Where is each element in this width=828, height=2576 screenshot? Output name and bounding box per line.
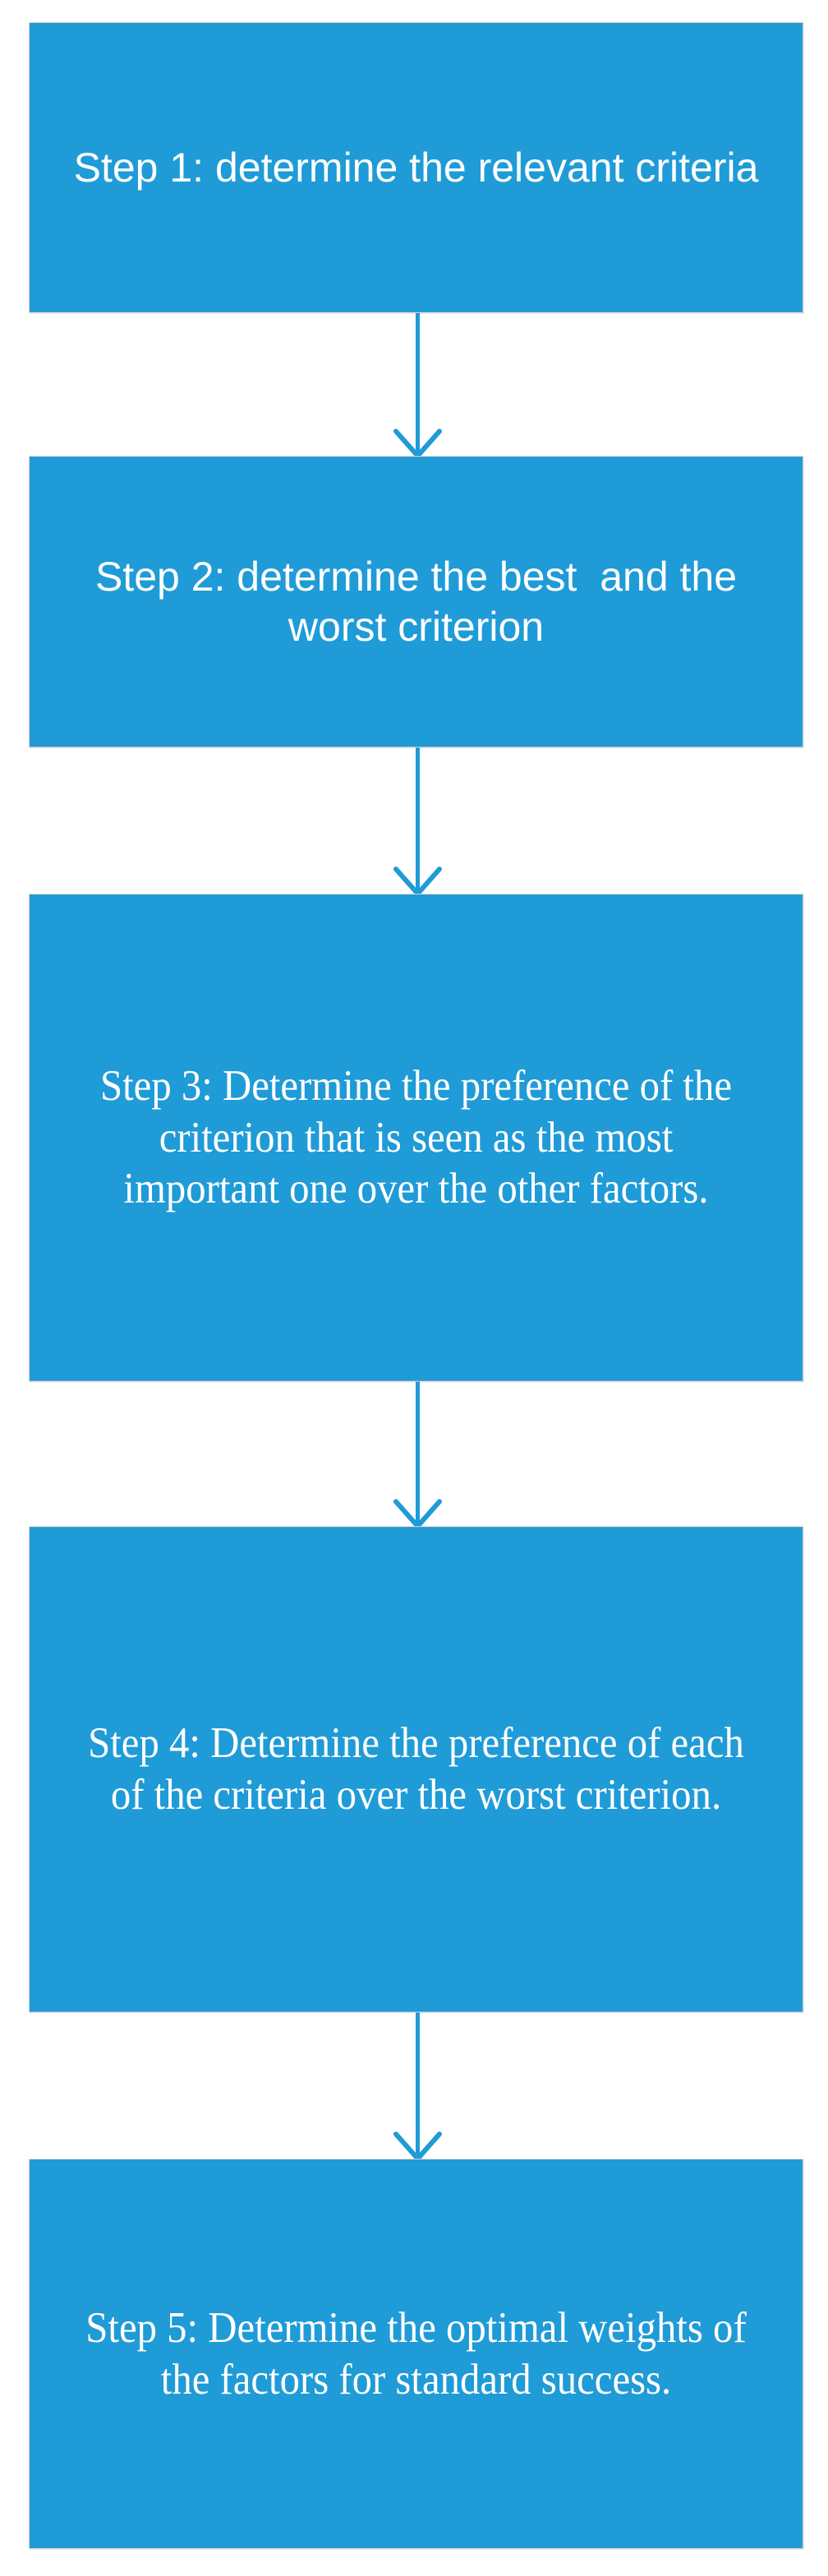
down-arrow-icon (393, 748, 442, 895)
flowchart-node-step-5[interactable]: Step 5: Determine the optimal weights of… (29, 2159, 803, 2549)
step-2-label: Step 2: determine the best and the worst… (94, 553, 748, 650)
flowchart-node-step-3[interactable]: Step 3: Determine the preference of the … (29, 894, 803, 1382)
flowchart-node-step-1[interactable]: Step 1: determine the relevant criteria (29, 22, 803, 313)
down-arrow-icon (393, 2012, 442, 2160)
step-3-label: Step 3: Determine the preference of the … (100, 1062, 743, 1213)
step-5-label: Step 5: Determine the optimal weights of… (85, 2303, 757, 2404)
down-arrow-icon (393, 1382, 442, 1528)
arrow-step-4-to-step-5 (378, 2012, 460, 2160)
arrow-step-3-to-step-4 (378, 1382, 460, 1528)
flowchart-node-step-4[interactable]: Step 4: Determine the preference of each… (29, 1526, 803, 2012)
step-4-label: Step 4: Determine the preference of each… (88, 1719, 755, 1819)
arrow-step-2-to-step-3 (378, 748, 460, 895)
step-1-label: Step 1: determine the relevant criteria (73, 144, 759, 191)
flowchart-node-step-2[interactable]: Step 2: determine the best and the worst… (29, 456, 803, 748)
down-arrow-icon (393, 313, 442, 458)
arrow-step-1-to-step-2 (378, 313, 460, 458)
